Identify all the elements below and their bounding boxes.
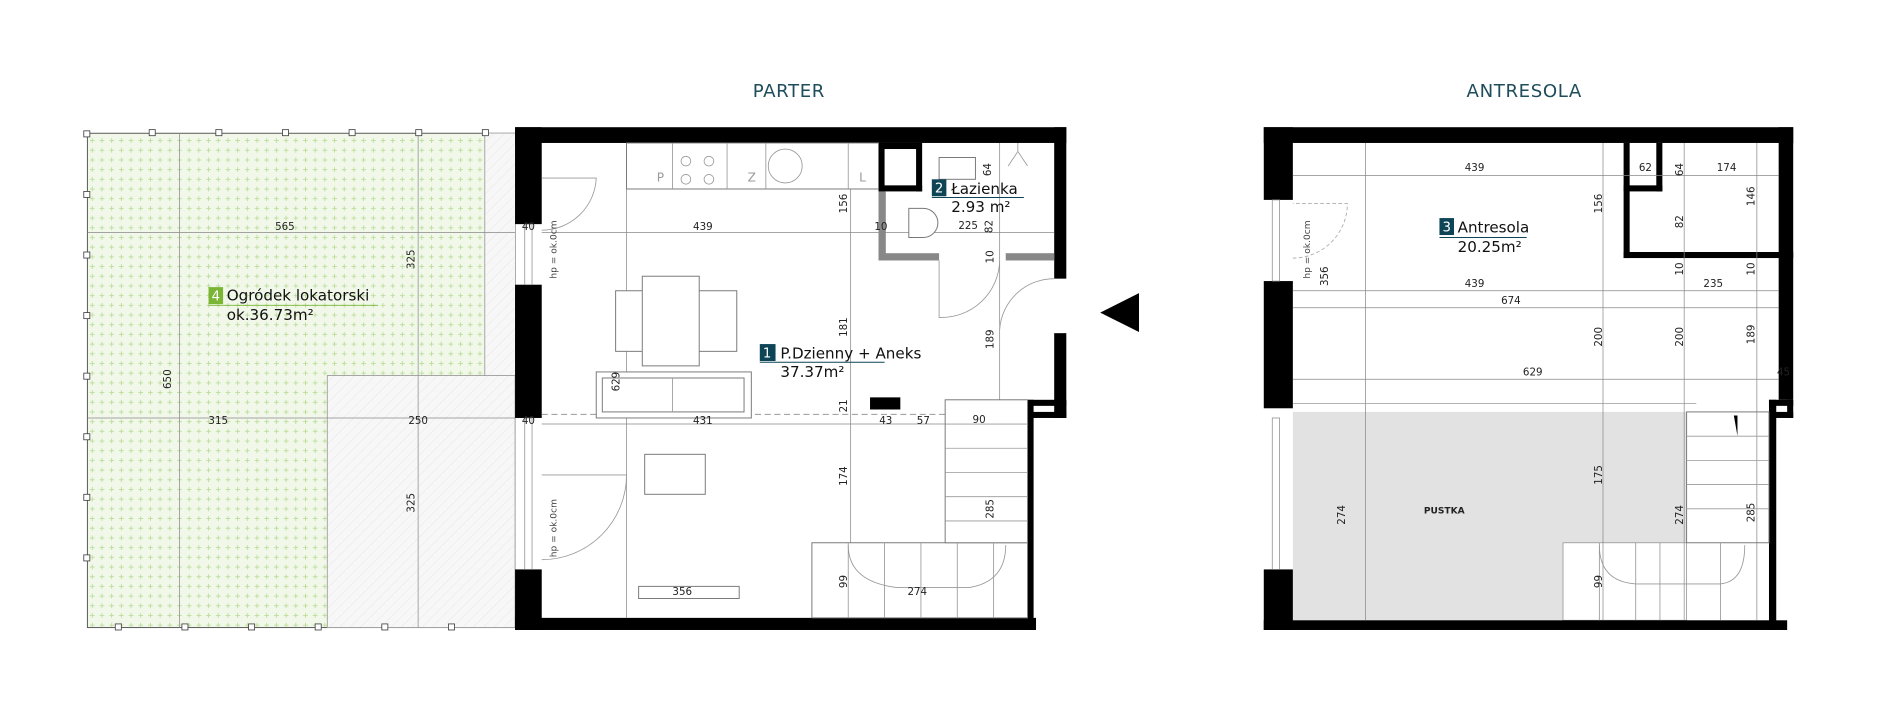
kitchen-label-l: L bbox=[859, 171, 866, 185]
kitchen-label-fridge: P bbox=[657, 171, 664, 185]
dim-label: 156 bbox=[838, 194, 850, 214]
dim-label: 99 bbox=[1593, 575, 1605, 588]
garden-area bbox=[83, 129, 516, 631]
dim-label: 274 bbox=[1336, 505, 1348, 525]
dim-label: 189 bbox=[1745, 325, 1757, 345]
antresola-walls bbox=[1263, 127, 1794, 630]
room-area: ok.36.73m² bbox=[227, 306, 314, 324]
dim-label: 146 bbox=[1745, 186, 1757, 206]
dim-label: 315 bbox=[208, 415, 228, 427]
dim-label: 356 bbox=[672, 586, 692, 598]
dim-label: 174 bbox=[838, 466, 850, 486]
antresola-void: PUSTKA bbox=[1292, 411, 1688, 621]
room-number-badge bbox=[208, 287, 224, 305]
parter-walls bbox=[515, 127, 1067, 630]
dim-label: 629 bbox=[1523, 367, 1543, 379]
dim-label: 82 bbox=[1674, 215, 1686, 228]
threshold-label: hp = ok.0cm bbox=[1303, 220, 1313, 278]
threshold-label: hp = ok.0cm bbox=[549, 220, 559, 278]
dim-label: 99 bbox=[838, 575, 850, 588]
room-name: Łazienka bbox=[950, 180, 1018, 198]
room-name: P.Dzienny + Aneks bbox=[780, 345, 921, 363]
dim-label: 62 bbox=[1639, 162, 1652, 174]
dim-label: 57 bbox=[917, 415, 930, 427]
tv-unit bbox=[638, 585, 740, 599]
dim-label: 439 bbox=[1465, 278, 1485, 290]
antresola-dimensions: 439 62 64 174 156 146 82 356 439 10 10 2… bbox=[1303, 162, 1790, 588]
dim-label: 64 bbox=[982, 163, 994, 176]
dim-label: 43 bbox=[879, 415, 892, 427]
kitchen-label-dishwasher: Z bbox=[748, 171, 756, 185]
dim-label: 40 bbox=[522, 221, 535, 233]
column bbox=[870, 397, 901, 410]
dim-label: 356 bbox=[1319, 266, 1331, 286]
dim-label: 285 bbox=[1745, 503, 1757, 523]
dim-label: 189 bbox=[985, 329, 997, 349]
dim-label: 629 bbox=[610, 372, 622, 392]
dim-label: 200 bbox=[1593, 327, 1605, 347]
dim-label: 90 bbox=[973, 414, 986, 426]
dim-label: 10 bbox=[1745, 262, 1757, 275]
dim-label: 565 bbox=[275, 221, 295, 233]
room-label-garden: 4 Ogródek lokatorski ok.36.73m² bbox=[208, 286, 379, 324]
room-number-badge bbox=[931, 179, 947, 197]
room-name: Antresola bbox=[1458, 219, 1530, 237]
room-number-badge bbox=[759, 344, 776, 362]
dim-label: 431 bbox=[693, 415, 713, 427]
kitchen-counter: P Z L bbox=[626, 142, 880, 190]
dim-label: 175 bbox=[1593, 465, 1605, 485]
room-number: 1 bbox=[763, 346, 771, 361]
dim-label: 325 bbox=[406, 493, 418, 513]
dim-label: 274 bbox=[1674, 505, 1686, 525]
staircase-antresola bbox=[1598, 411, 1770, 621]
room-number: 2 bbox=[935, 182, 943, 197]
dim-label: 235 bbox=[1703, 278, 1723, 290]
room-number-badge bbox=[1439, 218, 1454, 236]
parter-dimensions: 565 325 650 315 250 325 40 40 439 10 156… bbox=[162, 163, 997, 598]
fence-posts bbox=[83, 129, 489, 631]
room-label-antresola: 3 Antresola 20.25m² bbox=[1439, 218, 1529, 256]
dim-label: 64 bbox=[1674, 163, 1686, 176]
dim-label: 225 bbox=[958, 220, 978, 232]
dim-label: 45 bbox=[1777, 367, 1790, 379]
dim-label: 325 bbox=[406, 249, 418, 269]
dim-label: 200 bbox=[1674, 327, 1686, 347]
dim-label: 10 bbox=[1674, 262, 1686, 275]
void-label: PUSTKA bbox=[1424, 507, 1465, 517]
dining-table bbox=[615, 275, 738, 367]
sofa bbox=[595, 371, 752, 419]
dim-label: 21 bbox=[838, 399, 850, 412]
dim-label: 156 bbox=[1593, 194, 1605, 214]
room-number: 4 bbox=[212, 289, 220, 304]
parter-title: PARTER bbox=[753, 81, 825, 102]
room-label-living: 1 P.Dzienny + Aneks 37.37m² bbox=[759, 344, 921, 381]
bathroom-fixtures bbox=[908, 142, 1028, 238]
coffee-table bbox=[644, 453, 706, 495]
antresola-title: ANTRESOLA bbox=[1467, 81, 1582, 102]
room-area: 2.93 m² bbox=[951, 198, 1010, 216]
dim-label: 10 bbox=[985, 250, 997, 263]
dim-label: 285 bbox=[985, 499, 997, 519]
room-area: 37.37m² bbox=[780, 363, 844, 381]
dim-label: 181 bbox=[838, 317, 850, 337]
room-number: 3 bbox=[1442, 220, 1450, 235]
dim-label: 40 bbox=[522, 415, 535, 427]
dim-label: 439 bbox=[693, 221, 713, 233]
dim-label: 250 bbox=[408, 415, 428, 427]
dim-label: 174 bbox=[1717, 162, 1737, 174]
dim-label: 439 bbox=[1465, 162, 1485, 174]
antresola-internal-lines bbox=[1292, 142, 1779, 621]
dim-label: 650 bbox=[162, 369, 174, 389]
dim-label: 82 bbox=[983, 220, 995, 233]
threshold-label: hp = ok.0cm bbox=[549, 499, 559, 557]
staircase-parter bbox=[811, 399, 1029, 619]
room-area: 20.25m² bbox=[1458, 238, 1522, 256]
dim-label: 10 bbox=[874, 221, 887, 233]
entrance-arrow-icon bbox=[1100, 293, 1139, 332]
dim-label: 674 bbox=[1501, 295, 1521, 307]
room-label-bathroom: 2 Łazienka 2.93 m² bbox=[931, 179, 1024, 216]
room-name: Ogródek lokatorski bbox=[227, 286, 370, 304]
dim-label: 274 bbox=[907, 586, 927, 598]
